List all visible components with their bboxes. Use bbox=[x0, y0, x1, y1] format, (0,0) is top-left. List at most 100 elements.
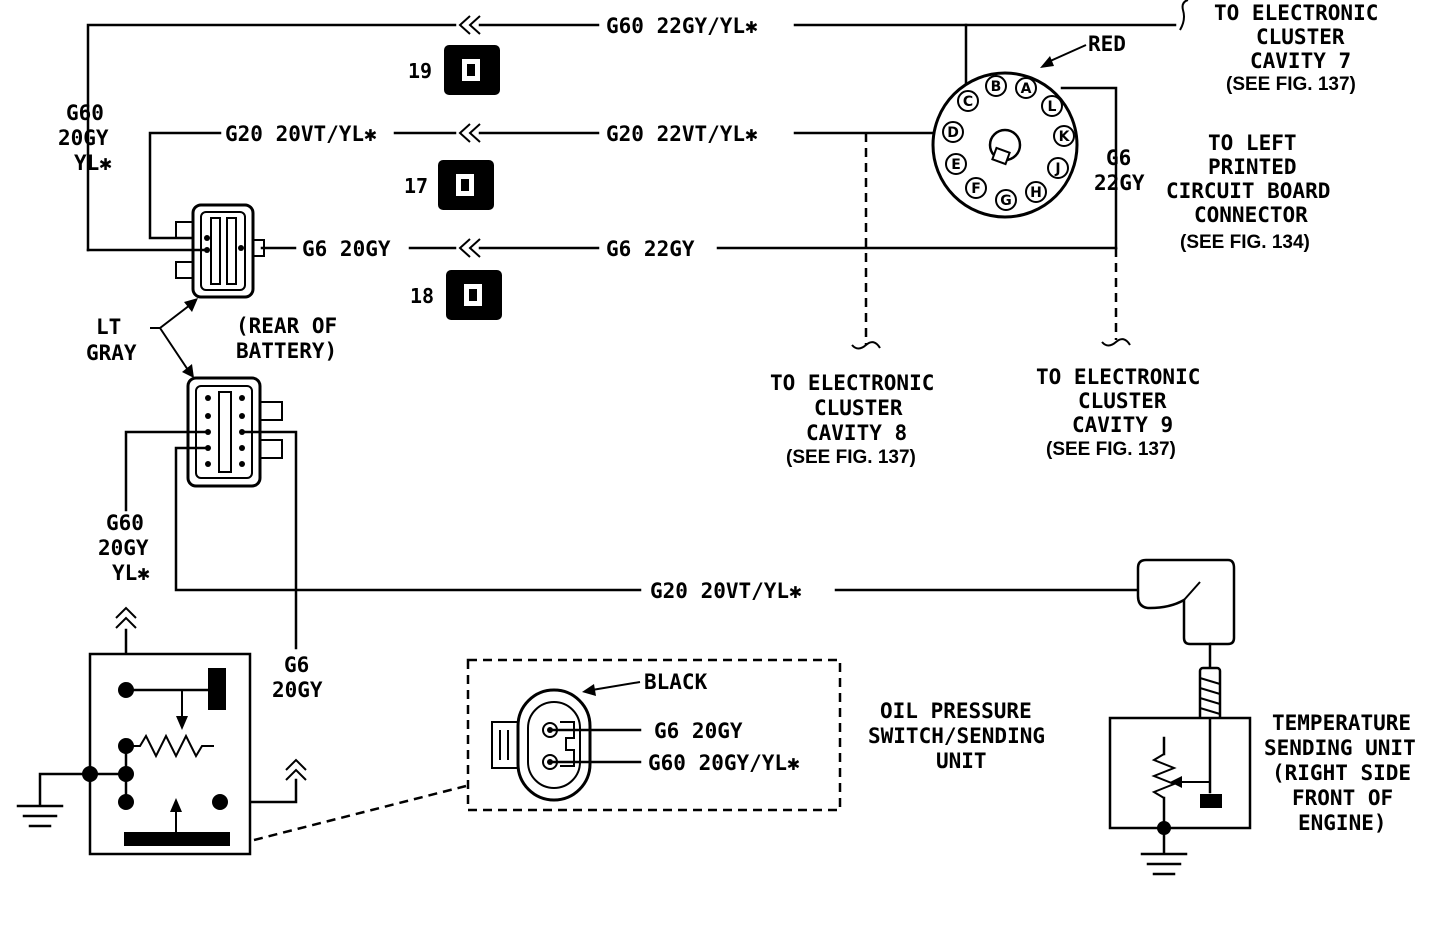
wire-label-g20-mid-right: G20 22VT/YL✱ bbox=[606, 122, 758, 146]
wire-label-g6-low-1: G6 bbox=[284, 653, 309, 677]
wire-label-g20-mid-left: G20 20VT/YL✱ bbox=[225, 122, 377, 146]
connector-pin-a: A bbox=[1015, 77, 1037, 99]
inline-connector-lower bbox=[186, 376, 283, 488]
svg-text:(SEE FIG. 137): (SEE FIG. 137) bbox=[1226, 74, 1356, 95]
connector-pin-l: L bbox=[1041, 95, 1063, 117]
wire-label-g60-left-1: G60 bbox=[66, 101, 104, 125]
ground-symbol bbox=[16, 766, 128, 828]
svg-text:(SEE FIG. 137): (SEE FIG. 137) bbox=[786, 447, 916, 468]
break-symbol bbox=[1101, 338, 1131, 347]
wire-label-g20-bottom: G20 20VT/YL✱ bbox=[650, 579, 802, 603]
label-lt: LT bbox=[96, 315, 121, 339]
note-oil-pressure: OIL PRESSURE SWITCH/SENDING UNIT bbox=[868, 699, 1045, 773]
svg-text:CAVITY 9: CAVITY 9 bbox=[1072, 413, 1173, 437]
note-cavity-9: TO ELECTRONIC CLUSTER CAVITY 9 (SEE FIG.… bbox=[1036, 365, 1200, 460]
svg-text:F: F bbox=[971, 181, 981, 197]
svg-text:L: L bbox=[1048, 99, 1057, 115]
splice-18 bbox=[446, 270, 502, 320]
note-temperature: TEMPERATURE SENDING UNIT (RIGHT SIDE FRO… bbox=[1264, 711, 1416, 835]
wire-g60-down bbox=[124, 430, 210, 512]
svg-text:K: K bbox=[1059, 129, 1071, 145]
note-cavity-7: TO ELECTRONIC CLUSTER CAVITY 7 (SEE FIG.… bbox=[1214, 1, 1378, 95]
wire-label-g60-top: G60 22GY/YL✱ bbox=[606, 14, 758, 38]
oil-pressure-switch bbox=[88, 652, 252, 856]
svg-text:J: J bbox=[1054, 161, 1060, 177]
svg-text:PRINTED: PRINTED bbox=[1208, 155, 1297, 179]
wire-label-g6-conn-2: 22GY bbox=[1094, 171, 1145, 195]
red-arrow bbox=[1047, 44, 1087, 63]
splice-label-18: 18 bbox=[410, 284, 434, 308]
detail-label-g6: G6 20GY bbox=[654, 719, 743, 743]
svg-text:G: G bbox=[1000, 193, 1012, 209]
label-battery: BATTERY) bbox=[236, 339, 337, 363]
wire-g60-top bbox=[86, 0, 1189, 252]
wire-g20-mid bbox=[148, 123, 952, 240]
svg-text:B: B bbox=[991, 79, 1002, 95]
connector-pin-c: C bbox=[957, 90, 979, 112]
inline-connector-upper bbox=[175, 203, 265, 299]
note-cavity-8: TO ELECTRONIC CLUSTER CAVITY 8 (SEE FIG.… bbox=[770, 371, 934, 468]
wire-g6-down bbox=[240, 430, 298, 650]
label-gray: GRAY bbox=[86, 341, 137, 365]
svg-text:CIRCUIT BOARD: CIRCUIT BOARD bbox=[1166, 179, 1330, 203]
svg-text:(SEE FIG. 134): (SEE FIG. 134) bbox=[1180, 232, 1310, 253]
svg-text:CLUSTER: CLUSTER bbox=[814, 396, 903, 420]
arrow-head bbox=[1040, 56, 1054, 68]
connector-symbol bbox=[115, 606, 137, 629]
svg-text:FRONT OF: FRONT OF bbox=[1292, 786, 1393, 810]
detail-connector bbox=[491, 688, 592, 802]
svg-text:C: C bbox=[963, 94, 973, 110]
break-symbol bbox=[851, 341, 881, 350]
svg-text:TO ELECTRONIC: TO ELECTRONIC bbox=[1214, 1, 1378, 25]
wire-g20-bottom bbox=[174, 446, 642, 592]
detail-box bbox=[466, 658, 842, 812]
connector-pin-b: B bbox=[985, 75, 1007, 97]
connector-pin-h: H bbox=[1025, 181, 1047, 203]
wire-label-g60-left-3: YL✱ bbox=[74, 151, 112, 175]
svg-text:SWITCH/SENDING: SWITCH/SENDING bbox=[868, 724, 1045, 748]
svg-text:SENDING UNIT: SENDING UNIT bbox=[1264, 736, 1416, 760]
svg-text:E: E bbox=[951, 157, 961, 173]
splice-label-17: 17 bbox=[404, 174, 428, 198]
svg-text:ENGINE): ENGINE) bbox=[1298, 811, 1387, 835]
svg-text:OIL PRESSURE: OIL PRESSURE bbox=[880, 699, 1032, 723]
connector-pin-k: K bbox=[1053, 125, 1075, 147]
note-left-pcb: TO LEFT PRINTED CIRCUIT BOARD CONNECTOR … bbox=[1166, 131, 1330, 253]
svg-text:H: H bbox=[1030, 185, 1042, 201]
ground-symbol bbox=[1140, 826, 1188, 876]
lt-gray-pointer bbox=[150, 298, 198, 378]
wire-g6 bbox=[260, 86, 1118, 258]
connector-pin-e: E bbox=[945, 153, 967, 175]
wire-label-g6-conn-1: G6 bbox=[1106, 146, 1131, 170]
svg-text:TO LEFT: TO LEFT bbox=[1208, 131, 1297, 155]
wire-label-g60-left-2: 20GY bbox=[58, 126, 109, 150]
svg-text:CONNECTOR: CONNECTOR bbox=[1194, 203, 1308, 227]
svg-text:CLUSTER: CLUSTER bbox=[1256, 25, 1345, 49]
connector-pin-d: D bbox=[942, 121, 964, 143]
svg-text:TO ELECTRONIC: TO ELECTRONIC bbox=[770, 371, 934, 395]
svg-text:A: A bbox=[1021, 81, 1032, 97]
wire-label-g60-low-2: 20GY bbox=[98, 536, 149, 560]
svg-text:(RIGHT SIDE: (RIGHT SIDE bbox=[1272, 761, 1411, 785]
connector-pin-j: J bbox=[1047, 157, 1069, 179]
wire-label-g60-low-3: YL✱ bbox=[112, 561, 150, 585]
splice-19 bbox=[444, 45, 500, 95]
svg-text:TEMPERATURE: TEMPERATURE bbox=[1272, 711, 1411, 735]
svg-text:TO ELECTRONIC: TO ELECTRONIC bbox=[1036, 365, 1200, 389]
arrow-head bbox=[582, 684, 596, 696]
svg-text:(SEE FIG. 137): (SEE FIG. 137) bbox=[1046, 439, 1176, 460]
label-black: BLACK bbox=[644, 670, 708, 694]
svg-text:D: D bbox=[947, 125, 959, 141]
svg-text:CAVITY 7: CAVITY 7 bbox=[1250, 49, 1351, 73]
splice-17 bbox=[438, 160, 494, 210]
connector-pin-f: F bbox=[965, 177, 987, 199]
label-red: RED bbox=[1088, 32, 1126, 56]
detail-label-g60: G60 20GY/YL✱ bbox=[648, 751, 800, 775]
splice-label-19: 19 bbox=[408, 59, 432, 83]
svg-text:CLUSTER: CLUSTER bbox=[1078, 389, 1167, 413]
svg-text:UNIT: UNIT bbox=[936, 749, 987, 773]
label-rear-of: (REAR OF bbox=[236, 314, 337, 338]
wire-label-g6-left: G6 20GY bbox=[302, 237, 391, 261]
connector-pin-g: G bbox=[995, 189, 1017, 211]
